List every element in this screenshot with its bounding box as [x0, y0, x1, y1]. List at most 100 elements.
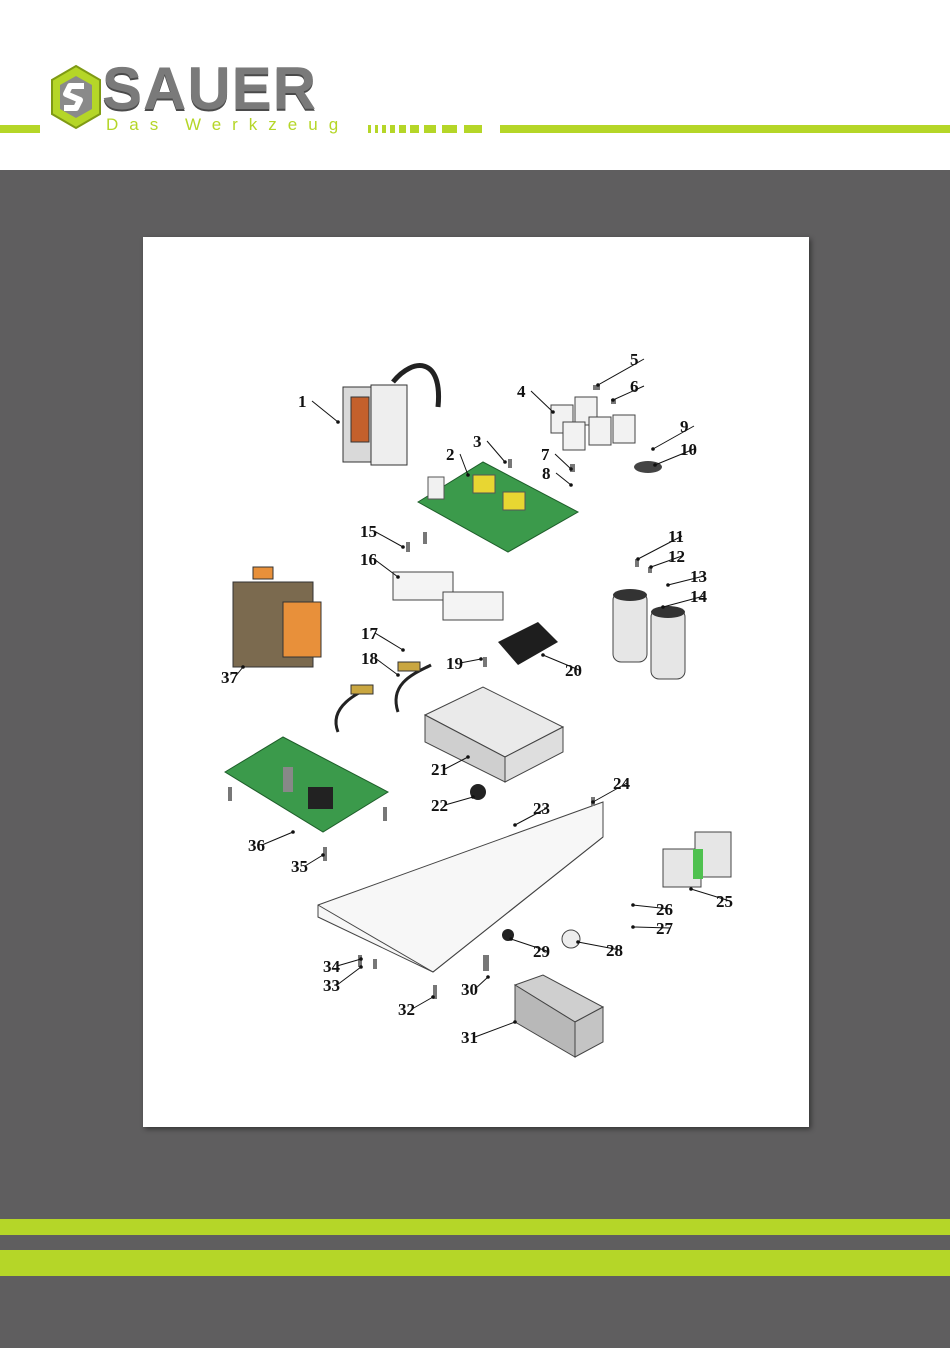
part-number-label: 5 — [630, 350, 639, 369]
part-number-label: 20 — [565, 661, 582, 680]
part-number-label: 3 — [473, 432, 482, 451]
power-module-block-part — [551, 397, 635, 450]
part-number-label: 29 — [533, 942, 550, 961]
callout-leader-dot — [291, 830, 295, 834]
callout-leader-dot — [509, 937, 513, 941]
header-stripe-tick-1 — [368, 125, 371, 133]
emi-filter-box-part — [515, 975, 603, 1057]
callout-leader-dot — [541, 653, 545, 657]
part-number-label: 27 — [656, 919, 674, 938]
callout-leader-dot — [241, 665, 245, 669]
callout-leader-dot — [569, 483, 573, 487]
part-number-label: 30 — [461, 980, 478, 999]
callout-leader-line — [555, 454, 571, 469]
callout-leader-dot — [513, 1020, 517, 1024]
header-stripe-tick-6 — [410, 125, 419, 133]
callout-leader-dot — [359, 965, 363, 969]
part-number-label: 36 — [248, 836, 265, 855]
part-number-label: 33 — [323, 976, 340, 995]
callout-leader-line — [262, 832, 293, 845]
callout-leader-line — [375, 633, 403, 650]
page-header: SAUER Das Werkzeug — [0, 0, 950, 170]
header-stripe-tick-2 — [375, 125, 378, 133]
callout-leader-dot — [503, 460, 507, 464]
header-stripe-tick-8 — [442, 125, 457, 133]
callout-leader-line — [613, 386, 644, 400]
header-stripe-tick-9 — [464, 125, 482, 133]
callout-leader-line — [460, 659, 481, 663]
part-number-label: 15 — [360, 522, 377, 541]
callout-leader-dot — [401, 545, 405, 549]
part-number-label: 32 — [398, 1000, 415, 1019]
callout-leader-line — [374, 559, 398, 577]
grommet-part-28 — [562, 930, 580, 948]
part-number-label: 37 — [221, 668, 239, 687]
header-stripe-right — [500, 125, 950, 133]
logo-wordmark: SAUER — [102, 54, 317, 123]
part-number-label: 21 — [431, 760, 448, 779]
callout-leader-dot — [689, 887, 693, 891]
part-number-label: 28 — [606, 941, 623, 960]
callout-leader-line — [375, 658, 398, 675]
base-chassis-plate-part — [318, 802, 603, 972]
callout-leader-line — [312, 401, 338, 422]
part-number-label: 6 — [630, 377, 639, 396]
callout-leader-line — [374, 531, 403, 547]
main-circuit-board-part — [418, 462, 578, 552]
callout-leader-dot — [636, 557, 640, 561]
part-number-label: 25 — [716, 892, 733, 911]
part-number-label: 17 — [361, 624, 379, 643]
callout-leader-dot — [591, 800, 595, 804]
part-number-label: 34 — [323, 957, 341, 976]
part-number-label: 14 — [690, 587, 708, 606]
resistors-part — [336, 662, 431, 732]
callout-leader-dot — [596, 383, 600, 387]
sauer-logo: SAUER Das Werkzeug — [50, 62, 350, 138]
part-number-label: 35 — [291, 857, 308, 876]
callout-leader-dot — [661, 605, 665, 609]
footer-stripe-top — [0, 1219, 950, 1235]
header-stripe-left — [0, 125, 40, 133]
callout-leader-dot — [396, 575, 400, 579]
callout-leader-dot — [431, 995, 435, 999]
part-number-label: 23 — [533, 799, 550, 818]
callout-leader-dot — [359, 957, 363, 961]
callout-leader-line — [412, 997, 433, 1009]
callout-leader-dot — [569, 467, 573, 471]
part-number-label: 18 — [361, 649, 378, 668]
header-stripe-tick-3 — [382, 125, 386, 133]
callout-leader-line — [337, 959, 361, 966]
callout-leader-dot — [651, 447, 655, 451]
callout-leader-dot — [649, 565, 653, 569]
rectifier-modules-part — [393, 572, 503, 620]
callout-leader-dot — [653, 463, 657, 467]
control-circuit-board-part — [225, 737, 388, 832]
part-number-label: 13 — [690, 567, 707, 586]
callout-leader-dot — [336, 420, 340, 424]
callout-leader-dot — [666, 583, 670, 587]
logo-tagline: Das Werkzeug — [106, 115, 349, 135]
transformer-part — [233, 567, 321, 667]
callout-leader-dot — [401, 648, 405, 652]
part-number-label: 1 — [298, 392, 307, 411]
part-number-label: 26 — [656, 900, 673, 919]
hexagon-logo-icon — [50, 64, 102, 136]
electrolytic-capacitors-part — [613, 589, 685, 679]
part-number-label: 24 — [613, 774, 631, 793]
part-number-label: 7 — [541, 445, 550, 464]
callout-leader-line — [556, 473, 571, 485]
exploded-parts-diagram: 1234567891011121314151617181920212223242… — [143, 237, 809, 1127]
footer-stripe-bottom — [0, 1250, 950, 1276]
part-number-label: 2 — [446, 445, 455, 464]
callout-leader-dot — [466, 473, 470, 477]
callout-leader-dot — [611, 398, 615, 402]
part-number-label: 19 — [446, 654, 463, 673]
callout-leader-dot — [321, 853, 325, 857]
callout-leader-dot — [396, 673, 400, 677]
contactor-relay-part — [663, 832, 731, 887]
inductor-coil-part — [343, 366, 439, 465]
part-number-label: 12 — [668, 547, 685, 566]
header-stripe-tick-4 — [390, 125, 395, 133]
callout-leader-dot — [486, 975, 490, 979]
callout-leader-line — [445, 757, 468, 769]
